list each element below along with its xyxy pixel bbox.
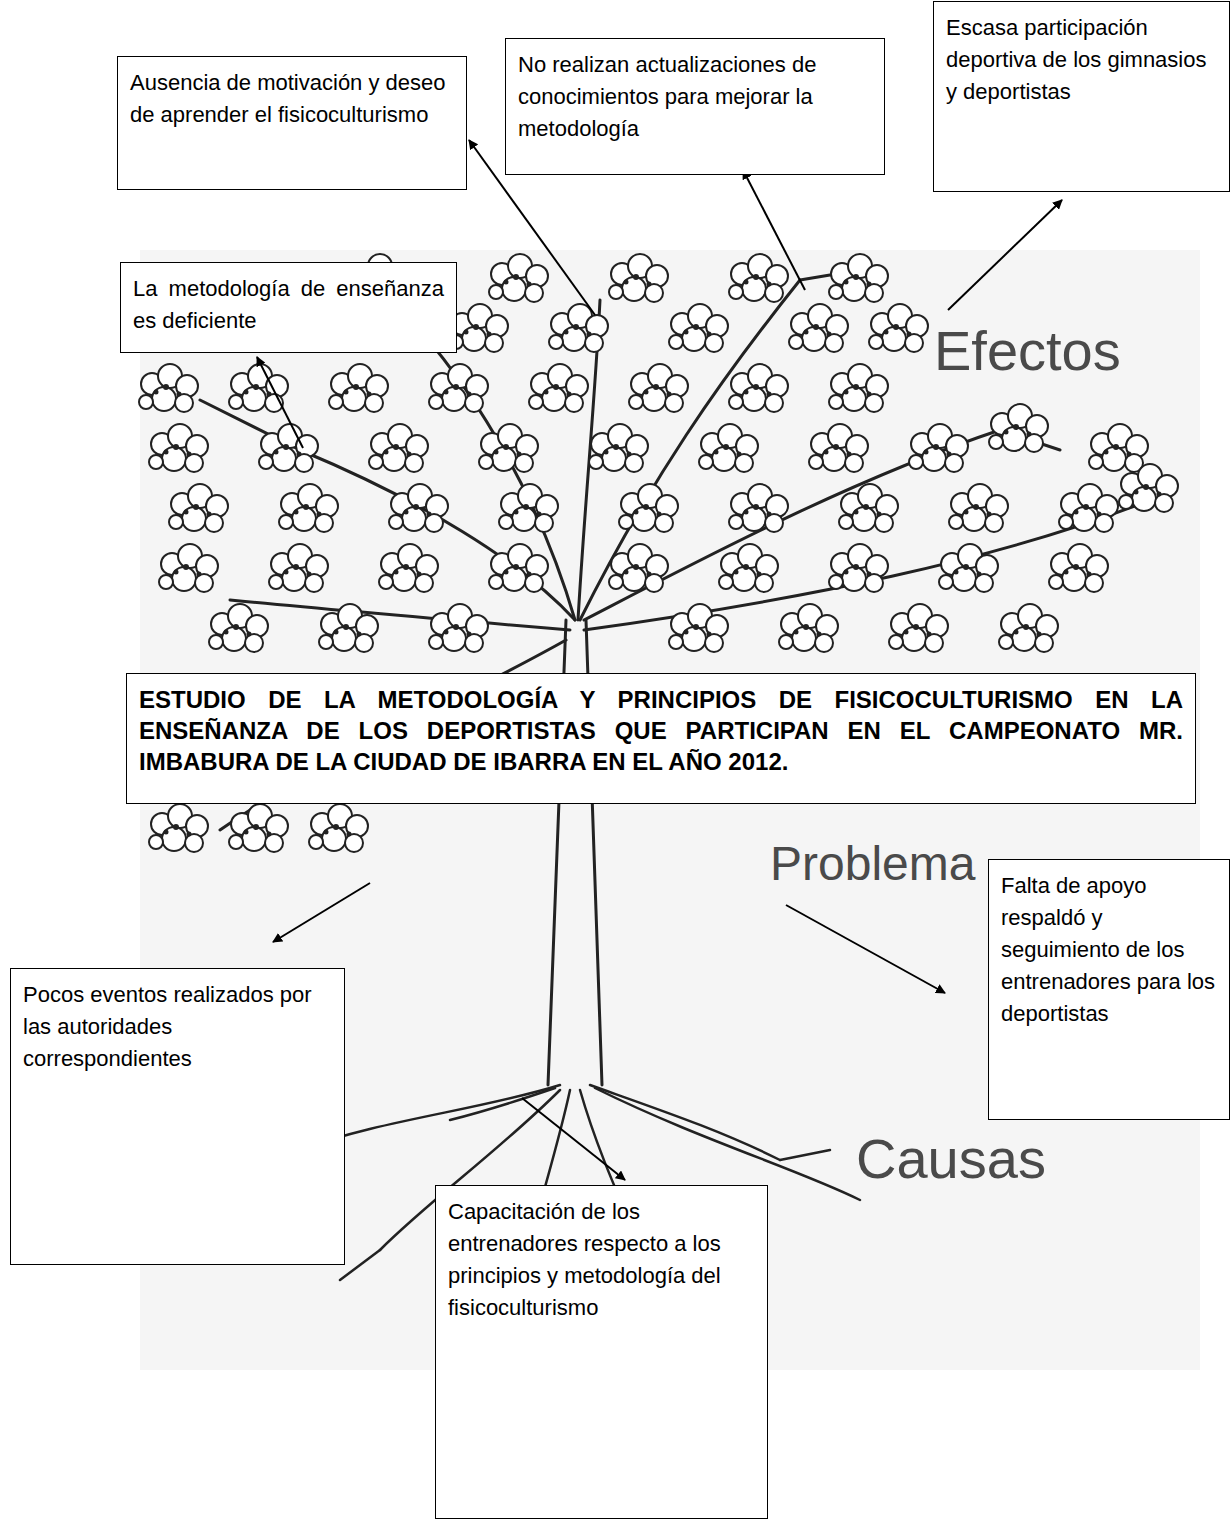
leader-arrow	[743, 170, 805, 290]
effect-box: Ausencia de motivación y deseo de aprend…	[117, 56, 467, 190]
box-text: Falta de apoyo respaldó y seguimiento de…	[1001, 870, 1217, 1029]
leader-arrow	[948, 200, 1062, 310]
box-text: Ausencia de motivación y deseo de aprend…	[130, 67, 454, 131]
box-text: Capacitación de los entrenadores respect…	[448, 1196, 755, 1324]
box-text: No realizan actualizaciones de conocimie…	[518, 49, 872, 145]
leader-arrow	[273, 883, 370, 942]
box-text: Pocos eventos realizados por las autorid…	[23, 979, 332, 1075]
leader-arrow	[257, 357, 303, 448]
tree-part-label: Efectos	[930, 320, 1125, 382]
effect-box: Escasa participación deportiva de los gi…	[933, 1, 1230, 192]
cause-box: Capacitación de los entrenadores respect…	[435, 1185, 768, 1519]
tree-part-label: Problema	[766, 838, 979, 891]
box-text: La metodología de enseñanza es deficient…	[133, 273, 444, 337]
box-text: Escasa participación deportiva de los gi…	[946, 12, 1217, 108]
cause-box: Pocos eventos realizados por las autorid…	[10, 968, 345, 1265]
leader-arrow	[786, 905, 945, 993]
effect-box: La metodología de enseñanza es deficient…	[120, 262, 457, 353]
cause-box: Falta de apoyo respaldó y seguimiento de…	[988, 859, 1230, 1120]
leader-arrow	[522, 1098, 625, 1180]
box-text: ESTUDIO DE LA METODOLOGÍA Y PRINCIPIOS D…	[139, 684, 1183, 778]
tree-part-label: Causas	[852, 1128, 1050, 1190]
effect-box: No realizan actualizaciones de conocimie…	[505, 38, 885, 175]
problem-box: ESTUDIO DE LA METODOLOGÍA Y PRINCIPIOS D…	[126, 673, 1196, 804]
